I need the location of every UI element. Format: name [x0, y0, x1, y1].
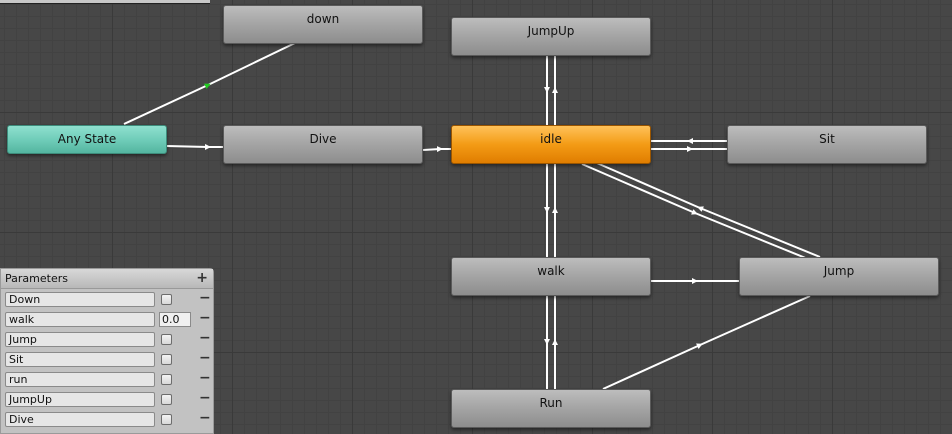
- state-jumpup-label: JumpUp: [527, 24, 575, 38]
- parameter-name-field[interactable]: run: [5, 372, 155, 387]
- remove-parameter-button[interactable]: −: [199, 350, 211, 366]
- state-run-label: Run: [539, 396, 563, 410]
- top-panel-edge: [0, 0, 210, 4]
- parameter-bool-checkbox[interactable]: [161, 394, 172, 405]
- transition-any-to-down[interactable]: [123, 42, 296, 125]
- state-any-state[interactable]: Any State: [7, 125, 167, 154]
- parameter-name-field[interactable]: walk: [5, 312, 155, 327]
- state-idle-label: idle: [540, 132, 562, 146]
- parameter-name-field[interactable]: Dive: [5, 412, 155, 427]
- parameter-row: run −: [1, 369, 213, 389]
- parameter-row: Down −: [1, 289, 213, 309]
- parameter-bool-checkbox[interactable]: [161, 414, 172, 425]
- state-dive[interactable]: Dive: [223, 125, 423, 164]
- parameter-row: walk 0.0−: [1, 309, 213, 329]
- parameter-name-field[interactable]: Sit: [5, 352, 155, 367]
- state-idle[interactable]: idle: [451, 125, 651, 164]
- parameter-bool-checkbox[interactable]: [161, 334, 172, 345]
- parameters-title: Parameters: [5, 272, 68, 285]
- parameter-name-field[interactable]: Down: [5, 292, 155, 307]
- transition-idle-to-jump[interactable]: [581, 163, 809, 260]
- parameter-row: Jump −: [1, 329, 213, 349]
- parameter-row: JumpUp −: [1, 389, 213, 409]
- parameters-header: Parameters +: [1, 269, 213, 289]
- transition-run-to-jump[interactable]: [602, 295, 811, 390]
- remove-parameter-button[interactable]: −: [199, 310, 211, 326]
- state-dive-label: Dive: [309, 132, 337, 146]
- remove-parameter-button[interactable]: −: [199, 330, 211, 346]
- parameter-name-field[interactable]: Jump: [5, 332, 155, 347]
- parameter-row: Sit −: [1, 349, 213, 369]
- state-sit[interactable]: Sit: [727, 125, 927, 164]
- transition-dive-to-idle[interactable]: [422, 146, 451, 153]
- remove-parameter-button[interactable]: −: [199, 410, 211, 426]
- remove-parameter-button[interactable]: −: [199, 370, 211, 386]
- state-jumpup[interactable]: JumpUp: [451, 17, 651, 56]
- parameter-row: Dive −: [1, 409, 213, 429]
- parameter-bool-checkbox[interactable]: [161, 354, 172, 365]
- state-walk[interactable]: walk: [451, 257, 651, 296]
- parameter-bool-checkbox[interactable]: [161, 294, 172, 305]
- transition-any-to-dive[interactable]: [166, 143, 223, 150]
- state-run[interactable]: Run: [451, 389, 651, 428]
- parameter-name-field[interactable]: JumpUp: [5, 392, 155, 407]
- remove-parameter-button[interactable]: −: [199, 290, 211, 306]
- state-any-state-label: Any State: [57, 132, 117, 146]
- remove-parameter-button[interactable]: −: [199, 390, 211, 406]
- state-walk-label: walk: [537, 264, 565, 278]
- transition-jump-to-idle[interactable]: [589, 159, 821, 258]
- parameter-float-value[interactable]: 0.0: [159, 312, 191, 327]
- parameter-bool-checkbox[interactable]: [161, 374, 172, 385]
- state-down-label: down: [306, 12, 340, 26]
- add-parameter-button[interactable]: +: [196, 270, 208, 286]
- state-jump[interactable]: Jump: [739, 257, 939, 296]
- state-sit-label: Sit: [819, 132, 835, 146]
- state-down[interactable]: down: [223, 5, 423, 44]
- state-jump-label: Jump: [823, 264, 855, 278]
